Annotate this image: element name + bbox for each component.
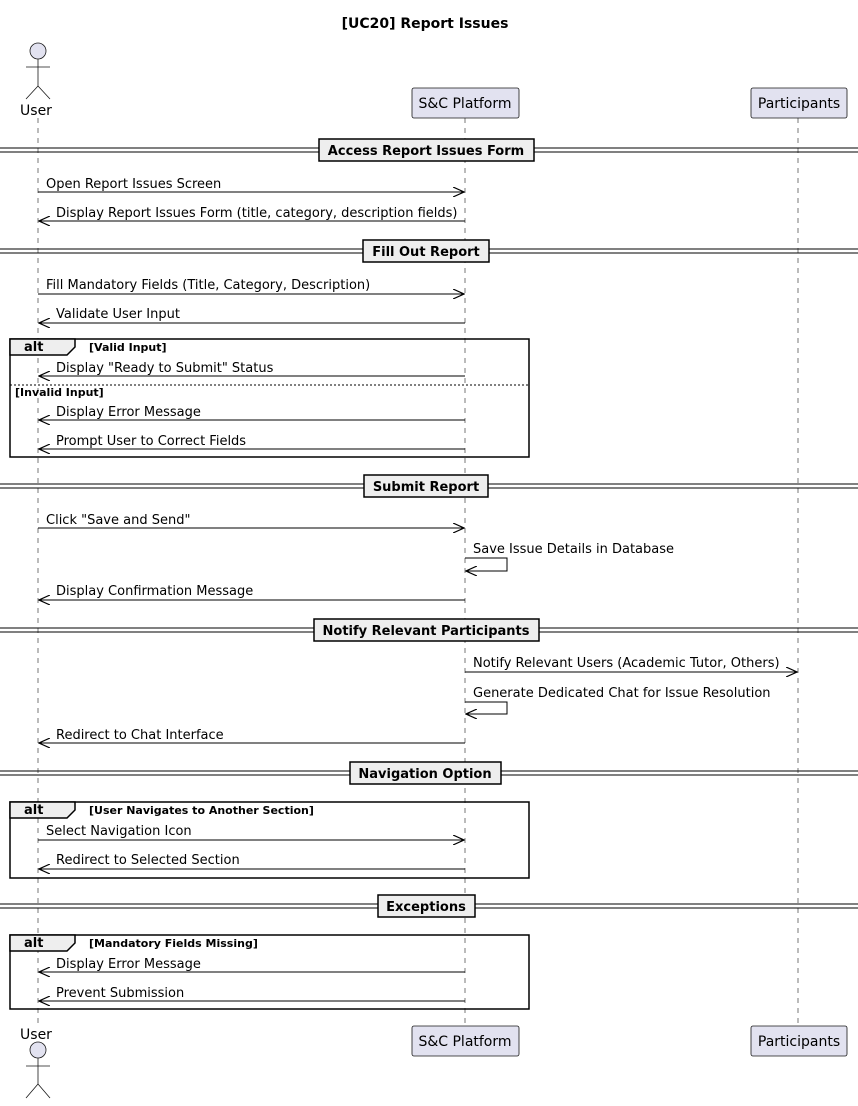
svg-text:Validate User Input: Validate User Input [56,307,180,322]
svg-text:Display Confirmation Message: Display Confirmation Message [56,584,253,599]
user-actor-top: User [20,42,52,119]
message-4: Validate User Input [39,307,465,323]
message-11: Notify Relevant Users (Academic Tutor, O… [465,656,797,672]
svg-text:Redirect to Chat Interface: Redirect to Chat Interface [56,728,224,743]
message-10: Display Confirmation Message [39,584,465,600]
platform-box-bottom: S&C Platform [411,1025,520,1057]
svg-text:Exceptions: Exceptions [386,900,466,915]
guard-missing: [Mandatory Fields Missing] [89,937,258,950]
participants-label-top: Participants [758,96,840,112]
user-label-bottom: User [20,1027,52,1043]
svg-text:Open Report Issues Screen: Open Report Issues Screen [46,177,221,192]
message-1: Open Report Issues Screen [38,177,464,192]
alt-label: alt [24,803,43,818]
message-9-self: Save Issue Details in Database [465,542,674,571]
section-divider-notify: Notify Relevant Participants [0,618,858,642]
user-actor-bottom: User [20,1027,52,1099]
guard-valid: [Valid Input] [89,341,167,354]
platform-label-top: S&C Platform [418,96,511,112]
message-12-self: Generate Dedicated Chat for Issue Resolu… [465,686,771,714]
guard-invalid: [Invalid Input] [15,386,104,399]
message-14: Select Navigation Icon [38,824,464,840]
svg-text:Display Error Message: Display Error Message [56,957,201,972]
message-2: Display Report Issues Form (title, categ… [39,206,465,221]
svg-text:Save Issue Details in Database: Save Issue Details in Database [473,542,674,557]
actor-icon [25,42,51,100]
guard-navigates: [User Navigates to Another Section] [89,804,314,817]
svg-text:Prevent Submission: Prevent Submission [56,986,184,1001]
svg-text:Display Report Issues Form (ti: Display Report Issues Form (title, categ… [56,206,457,221]
svg-text:Fill Mandatory Fields (Title,: Fill Mandatory Fields (Title, Category, … [46,278,370,293]
section-divider-navigation: Navigation Option [0,761,858,785]
svg-text:Access Report Issues Form: Access Report Issues Form [328,144,524,159]
message-3: Fill Mandatory Fields (Title, Category, … [38,278,464,294]
alt-label: alt [24,340,43,355]
message-8: Click "Save and Send" [38,513,464,528]
user-label-top: User [20,103,52,119]
alt-frame-exceptions: alt [Mandatory Fields Missing] [9,934,530,1010]
participants-label-bottom: Participants [758,1034,840,1050]
message-7: Prompt User to Correct Fields [39,434,465,449]
message-17: Prevent Submission [39,986,465,1001]
section-divider-access: Access Report Issues Form [0,138,858,162]
message-15: Redirect to Selected Section [39,853,465,869]
svg-text:Display Error Message: Display Error Message [56,405,201,420]
svg-text:Select Navigation Icon: Select Navigation Icon [46,824,192,839]
svg-text:Submit Report: Submit Report [373,480,479,495]
svg-text:Generate Dedicated Chat for Is: Generate Dedicated Chat for Issue Resolu… [473,686,771,701]
section-divider-fill: Fill Out Report [0,239,858,263]
alt-label: alt [24,936,43,951]
alt-frame-validation: alt [Valid Input] [Invalid Input] [9,338,530,458]
platform-label-bottom: S&C Platform [418,1034,511,1050]
section-divider-exceptions: Exceptions [0,894,858,918]
message-13: Redirect to Chat Interface [39,728,465,743]
svg-text:Display "Ready to Submit" Stat: Display "Ready to Submit" Status [56,361,274,376]
participants-box-top: Participants [750,87,848,119]
svg-text:Prompt User to Correct Fields: Prompt User to Correct Fields [56,434,246,449]
message-16: Display Error Message [39,957,465,972]
svg-text:Notify Relevant Users (Academi: Notify Relevant Users (Academic Tutor, O… [473,656,780,671]
svg-text:Notify Relevant Participants: Notify Relevant Participants [323,624,530,639]
svg-text:Navigation Option: Navigation Option [358,767,491,782]
section-divider-submit: Submit Report [0,474,858,498]
svg-text:Redirect to Selected Section: Redirect to Selected Section [56,853,240,868]
diagram-title: [UC20] Report Issues [342,16,509,32]
svg-text:Click "Save and Send": Click "Save and Send" [46,513,190,528]
alt-frame-navigation: alt [User Navigates to Another Section] [9,801,530,879]
actor-icon [25,1041,51,1099]
platform-box-top: S&C Platform [411,87,520,119]
svg-text:Fill Out Report: Fill Out Report [372,245,480,260]
message-5: Display "Ready to Submit" Status [39,361,465,376]
message-6: Display Error Message [39,405,465,420]
participants-box-bottom: Participants [750,1025,848,1057]
